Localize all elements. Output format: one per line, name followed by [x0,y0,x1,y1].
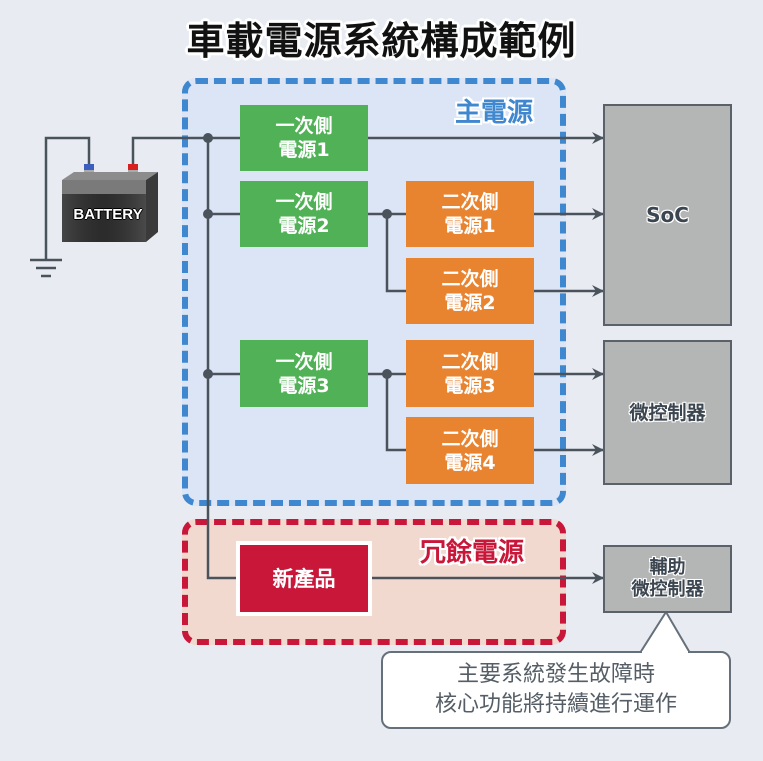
secondary-power-2: 二次側 電源2 [406,258,534,324]
aux-mcu-line1: 輔助 [649,557,686,578]
primary-power-3-line2: 電源3 [278,374,330,397]
primary-power-3: 一次側 電源3 [240,340,368,407]
primary-power-1-line1: 一次側 [275,115,333,137]
soc-label: SoC [646,203,689,227]
ground-icon [30,258,62,278]
callout-line1: 主要系統發生故障時 [456,662,655,687]
soc-box: SoC [603,104,732,326]
secondary-power-1: 二次側 電源1 [406,181,534,247]
new-product-box: 新產品 [236,541,372,616]
callout-bubble: 主要系統發生故障時 核心功能將持續進行運作 [381,651,731,729]
secondary-power-2-line2: 電源2 [444,292,496,314]
primary-power-3-line1: 一次側 [275,350,333,373]
secondary-power-3: 二次側 電源3 [406,340,534,407]
main-power-zone-label: 主電源 [455,98,534,128]
new-product-label: 新產品 [272,566,336,591]
junction-dot [382,209,392,219]
primary-power-2-line1: 一次側 [275,191,333,213]
junction-dot [203,133,213,143]
diagram-title: 車載電源系統構成範例 [186,19,577,63]
aux-mcu-box: 輔助 微控制器 [603,545,732,613]
mcu-label: 微控制器 [629,401,706,424]
junction-dot [382,369,392,379]
mcu-box: 微控制器 [603,340,732,485]
battery-label: BATTERY [73,206,143,223]
secondary-power-1-line2: 電源1 [444,215,496,237]
aux-mcu-line2: 微控制器 [631,579,704,600]
ground-wire [44,136,91,260]
secondary-power-3-line1: 二次側 [441,350,499,373]
redundant-power-zone-label: 冗餘電源 [420,538,525,568]
junction-dot [203,369,213,379]
battery-icon [62,164,158,242]
primary-power-2: 一次側 電源2 [240,181,368,247]
positive-wire [131,136,240,166]
secondary-power-4-line2: 電源4 [444,451,496,474]
secondary-power-3-line2: 電源3 [444,374,496,397]
secondary-power-4-line1: 二次側 [441,427,499,450]
primary-power-1: 一次側 電源1 [240,105,368,171]
primary-power-2-line2: 電源2 [278,215,330,237]
secondary-power-4: 二次側 電源4 [406,417,534,484]
primary-power-1-line2: 電源1 [278,139,330,161]
callout-line2: 核心功能將持續進行運作 [434,692,677,717]
main-bus [206,138,240,580]
junction-dot [203,209,213,219]
secondary-power-2-line1: 二次側 [441,268,499,290]
callout-pointer-join [642,651,688,654]
secondary-power-1-line1: 二次側 [441,191,499,213]
callout-pointer [638,610,692,654]
